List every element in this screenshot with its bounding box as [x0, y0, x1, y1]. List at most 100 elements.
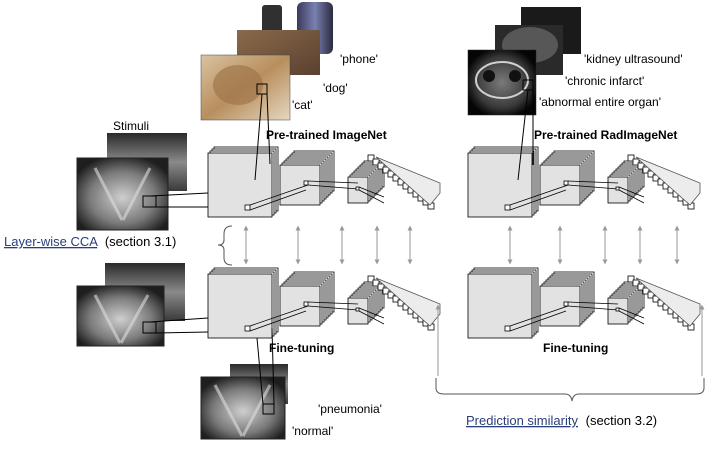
prediction-section: (section 3.2): [586, 413, 658, 428]
dense-unit: [647, 291, 655, 299]
stimuli-xray-top: [76, 133, 187, 231]
conv-block-2-layer: [279, 164, 321, 206]
inner-connections: [244, 180, 385, 211]
receptive-field: [303, 180, 309, 186]
connection-line: [618, 307, 645, 319]
imagenet-photo-stack: [200, 2, 333, 121]
dense-unit: [632, 158, 640, 166]
dense-unit: [387, 291, 395, 299]
dense-unit: [372, 279, 380, 287]
connection-line: [618, 186, 645, 198]
connection-line: [618, 189, 645, 204]
layer-cca-link[interactable]: Layer-wise CCA: [4, 234, 98, 249]
conv-block-3: [607, 281, 645, 325]
connection-line: [358, 307, 385, 319]
connection-line: [509, 305, 569, 327]
receptive-field: [303, 301, 309, 307]
receptive-field: [615, 186, 620, 191]
dense-unit: [627, 154, 635, 162]
conv-block-3: [347, 281, 385, 325]
inner-connections: [504, 180, 645, 211]
stimuli-connectors: [149, 89, 534, 405]
conv-block-2-layer: [279, 285, 321, 327]
dense-unit: [367, 154, 375, 162]
connection-line: [509, 189, 567, 211]
connection-line: [509, 310, 567, 332]
finetuning-right-title: Fine-tuning: [543, 341, 608, 355]
output-layer: [375, 156, 441, 206]
conv-block-2: [279, 150, 335, 206]
network-pretrained-imagenet: [207, 146, 441, 218]
network-pretrained-radimagenet: [467, 146, 701, 218]
receptive-field: [504, 325, 511, 332]
finetuning-left-title: Fine-tuning: [269, 341, 334, 355]
dense-unit: [372, 158, 380, 166]
cca-brace: [217, 225, 233, 266]
conv-block-1-layer: [467, 273, 533, 339]
dense-unit: [642, 287, 650, 295]
finetune-photo-stack: [200, 364, 288, 440]
conv-block-1-layer: [207, 152, 273, 218]
layer-cca-section: (section 3.1): [105, 234, 177, 249]
rad-class-infarct: 'chronic infarct': [565, 74, 644, 88]
connection-line: [567, 305, 619, 311]
dense-unit: [367, 275, 375, 283]
finetune-class-pneumonia: 'pneumonia': [318, 402, 382, 416]
inner-connections: [504, 301, 645, 332]
output-layer: [375, 277, 441, 327]
connection-line: [567, 184, 619, 190]
dense-unit: [637, 162, 645, 170]
connection-line: [358, 189, 385, 204]
connection-line: [567, 180, 619, 184]
receptive-field: [244, 325, 251, 332]
connection-line: [307, 305, 359, 311]
conv-block-1-layer: [467, 152, 533, 218]
pretrained-imagenet-title: Pre-trained ImageNet: [266, 128, 387, 142]
connection-line: [249, 310, 307, 332]
conv-block-1-layer: [207, 273, 273, 339]
prediction-similarity-link[interactable]: Prediction similarity: [466, 413, 578, 428]
connection-line: [307, 301, 359, 305]
connection-line: [358, 186, 385, 198]
rad-class-abnormal: 'abnormal entire organ': [539, 95, 661, 109]
imagenet-class-cat: 'cat': [292, 98, 313, 112]
connection-line: [567, 301, 619, 305]
receptive-field: [615, 307, 620, 312]
receptive-field: [355, 186, 360, 191]
conv-block-2-layer: [539, 164, 581, 206]
stimuli-label: Stimuli: [113, 119, 149, 133]
conv-block-2: [279, 271, 335, 327]
conv-block-1: [467, 267, 539, 339]
conv-block-2: [539, 271, 595, 327]
imagenet-class-dog: 'dog': [323, 81, 348, 95]
network-finetuning-left: [207, 267, 441, 339]
dense-unit: [377, 283, 385, 291]
conv-block-3: [347, 160, 385, 204]
connection-line: [249, 305, 309, 327]
output-layer: [635, 156, 701, 206]
dense-unit: [627, 275, 635, 283]
pretrained-radimagenet-title: Pre-trained RadImageNet: [534, 128, 677, 142]
connection-line: [358, 310, 385, 325]
layer-cca-label: Layer-wise CCA (section 3.1): [4, 234, 176, 249]
dense-unit: [382, 166, 390, 174]
conv-block-1: [207, 146, 279, 218]
dense-unit: [377, 162, 385, 170]
dense-unit: [647, 170, 655, 178]
receptive-field: [244, 204, 251, 211]
conv-block-2-layer: [539, 285, 581, 327]
connection-line: [307, 184, 359, 190]
connection-line: [618, 310, 645, 325]
receptive-field: [563, 301, 569, 307]
conv-block-1: [207, 267, 279, 339]
conv-block-1: [467, 146, 539, 218]
stimuli-xray-bottom: [76, 263, 185, 347]
prediction-similarity-label: Prediction similarity (section 3.2): [466, 413, 657, 428]
dense-chain: [367, 275, 435, 331]
receptive-field: [355, 307, 360, 312]
dense-chain: [627, 154, 695, 210]
radimagenet-photo-stack: [467, 7, 581, 116]
receptive-field: [504, 204, 511, 211]
finetune-class-normal: 'normal': [292, 424, 333, 438]
